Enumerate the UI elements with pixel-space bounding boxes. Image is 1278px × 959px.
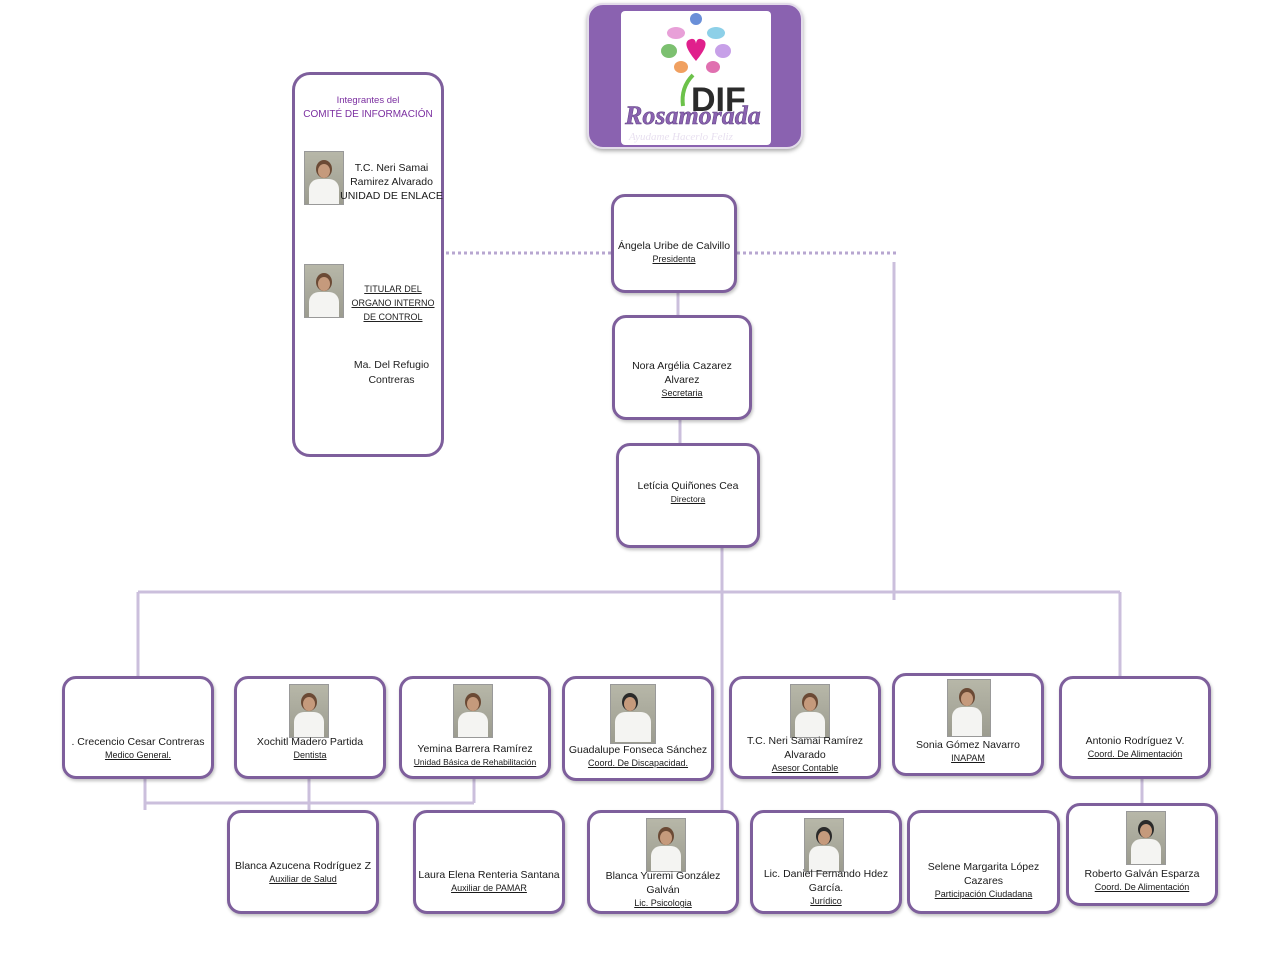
staff-photo	[610, 684, 656, 744]
node-staff: T.C. Neri Samai Ramírez Alvarado Asesor …	[729, 676, 881, 779]
node-staff: . Crecencio Cesar Contreras Medico Gener…	[62, 676, 214, 779]
staff-name: Antonio Rodríguez V.	[1085, 735, 1185, 747]
committee-member2-name: Ma. Del Refugio Contreras	[353, 359, 430, 386]
committee-member1-name: T.C. Neri Samai Ramirez Alvarado	[350, 162, 433, 188]
staff-role: Unidad Básica de Rehabilitación	[413, 757, 537, 767]
committee-member1-role: UNIDAD DE ENLACE	[340, 190, 443, 202]
assistant-name: Roberto Galván Esparza	[1084, 868, 1200, 880]
directora-role: Directora	[670, 494, 706, 504]
assistant-photo	[804, 818, 844, 872]
node-staff: Yemina Barrera Ramírez Unidad Básica de …	[399, 676, 551, 779]
logo-title: DIF	[691, 81, 746, 119]
dif-logo: DIF Rosamorada Ayudame Hacerlo Feliz	[587, 3, 803, 149]
member-photo	[304, 264, 344, 318]
assistant-name: Laura Elena Renteria Santana	[418, 869, 560, 881]
node-staff: Sonia Gómez Navarro INAPAM	[892, 673, 1044, 776]
node-secretaria: Nora Argélia Cazarez Alvarez Secretaria	[612, 315, 752, 420]
assistant-role: Coord. De Alimentación	[1094, 882, 1190, 892]
staff-name: Yemina Barrera Ramírez	[417, 743, 533, 755]
staff-role: Medico General.	[104, 750, 172, 760]
staff-role: Coord. De Alimentación	[1087, 749, 1183, 759]
node-directora: Letícia Quiñones Cea Directora	[616, 443, 760, 548]
staff-role: Dentista	[293, 750, 327, 760]
assistant-name: Selene Margarita López Cazares	[927, 861, 1040, 887]
staff-role: Asesor Contable	[771, 763, 839, 773]
staff-name: . Crecencio Cesar Contreras	[71, 736, 205, 748]
committee-title: COMITÉ DE INFORMACIÓN	[303, 109, 433, 120]
assistant-name: Blanca Yuremi González Galván	[605, 870, 721, 896]
node-staff: Antonio Rodríguez V. Coord. De Alimentac…	[1059, 676, 1211, 779]
assistant-photo	[646, 818, 686, 872]
committee-heading: Integrantes del	[336, 95, 400, 106]
node-assistant: Blanca Yuremi González Galván Lic. Psico…	[587, 810, 739, 914]
node-staff: Xochitl Madero Partida Dentista	[234, 676, 386, 779]
assistant-photo	[1126, 811, 1166, 865]
node-assistant: Roberto Galván Esparza Coord. De Aliment…	[1066, 803, 1218, 906]
assistant-role: Lic. Psicologia	[634, 898, 692, 908]
staff-role: INAPAM	[951, 753, 985, 763]
logo-flower-icon	[661, 13, 731, 107]
committee-panel: Integrantes del COMITÉ DE INFORMACIÓN T.…	[292, 72, 444, 457]
node-assistant: Blanca Azucena Rodríguez Z Auxiliar de S…	[227, 810, 379, 914]
staff-name: Sonia Gómez Navarro	[916, 739, 1020, 751]
staff-photo	[947, 679, 991, 737]
assistant-role: Jurídico	[810, 896, 842, 906]
assistant-role: Participación Ciudadana	[934, 889, 1033, 899]
assistant-role: Auxiliar de Salud	[269, 874, 337, 884]
node-assistant: Selene Margarita López Cazares Participa…	[907, 810, 1060, 914]
staff-photo	[453, 684, 493, 738]
assistant-name: Lic. Daniel Fernando Hdez García.	[763, 868, 889, 894]
node-assistant: Lic. Daniel Fernando Hdez García. Jurídi…	[750, 810, 902, 914]
staff-photo	[790, 684, 830, 738]
staff-photo	[289, 684, 329, 738]
presidenta-name: Ángela Uribe de Calvillo	[617, 240, 731, 252]
directora-name: Letícia Quiñones Cea	[637, 480, 739, 492]
staff-name: T.C. Neri Samai Ramírez Alvarado	[746, 735, 864, 761]
assistant-name: Blanca Azucena Rodríguez Z	[235, 860, 371, 872]
committee-member2-role: TITULAR DEL ORGANO INTERNO DE CONTROL	[351, 284, 435, 322]
logo-slogan: Ayudame Hacerlo Feliz	[629, 131, 733, 143]
secretaria-role: Secretaria	[661, 388, 703, 398]
assistant-role: Auxiliar de PAMAR	[451, 883, 527, 893]
member-photo	[304, 151, 344, 205]
staff-name: Guadalupe Fonseca Sánchez	[568, 744, 708, 756]
logo-inner	[621, 11, 771, 145]
secretaria-name: Nora Argélia Cazarez Alvarez	[632, 360, 732, 386]
staff-name: Xochitl Madero Partida	[256, 736, 364, 748]
node-presidenta: Ángela Uribe de Calvillo Presidenta	[611, 194, 737, 293]
node-staff: Guadalupe Fonseca Sánchez Coord. De Disc…	[562, 676, 714, 781]
logo-subtitle: Rosamorada	[625, 101, 761, 131]
staff-role: Coord. De Discapacidad.	[587, 758, 689, 768]
presidenta-role: Presidenta	[652, 254, 696, 264]
node-assistant: Laura Elena Renteria Santana Auxiliar de…	[413, 810, 565, 914]
